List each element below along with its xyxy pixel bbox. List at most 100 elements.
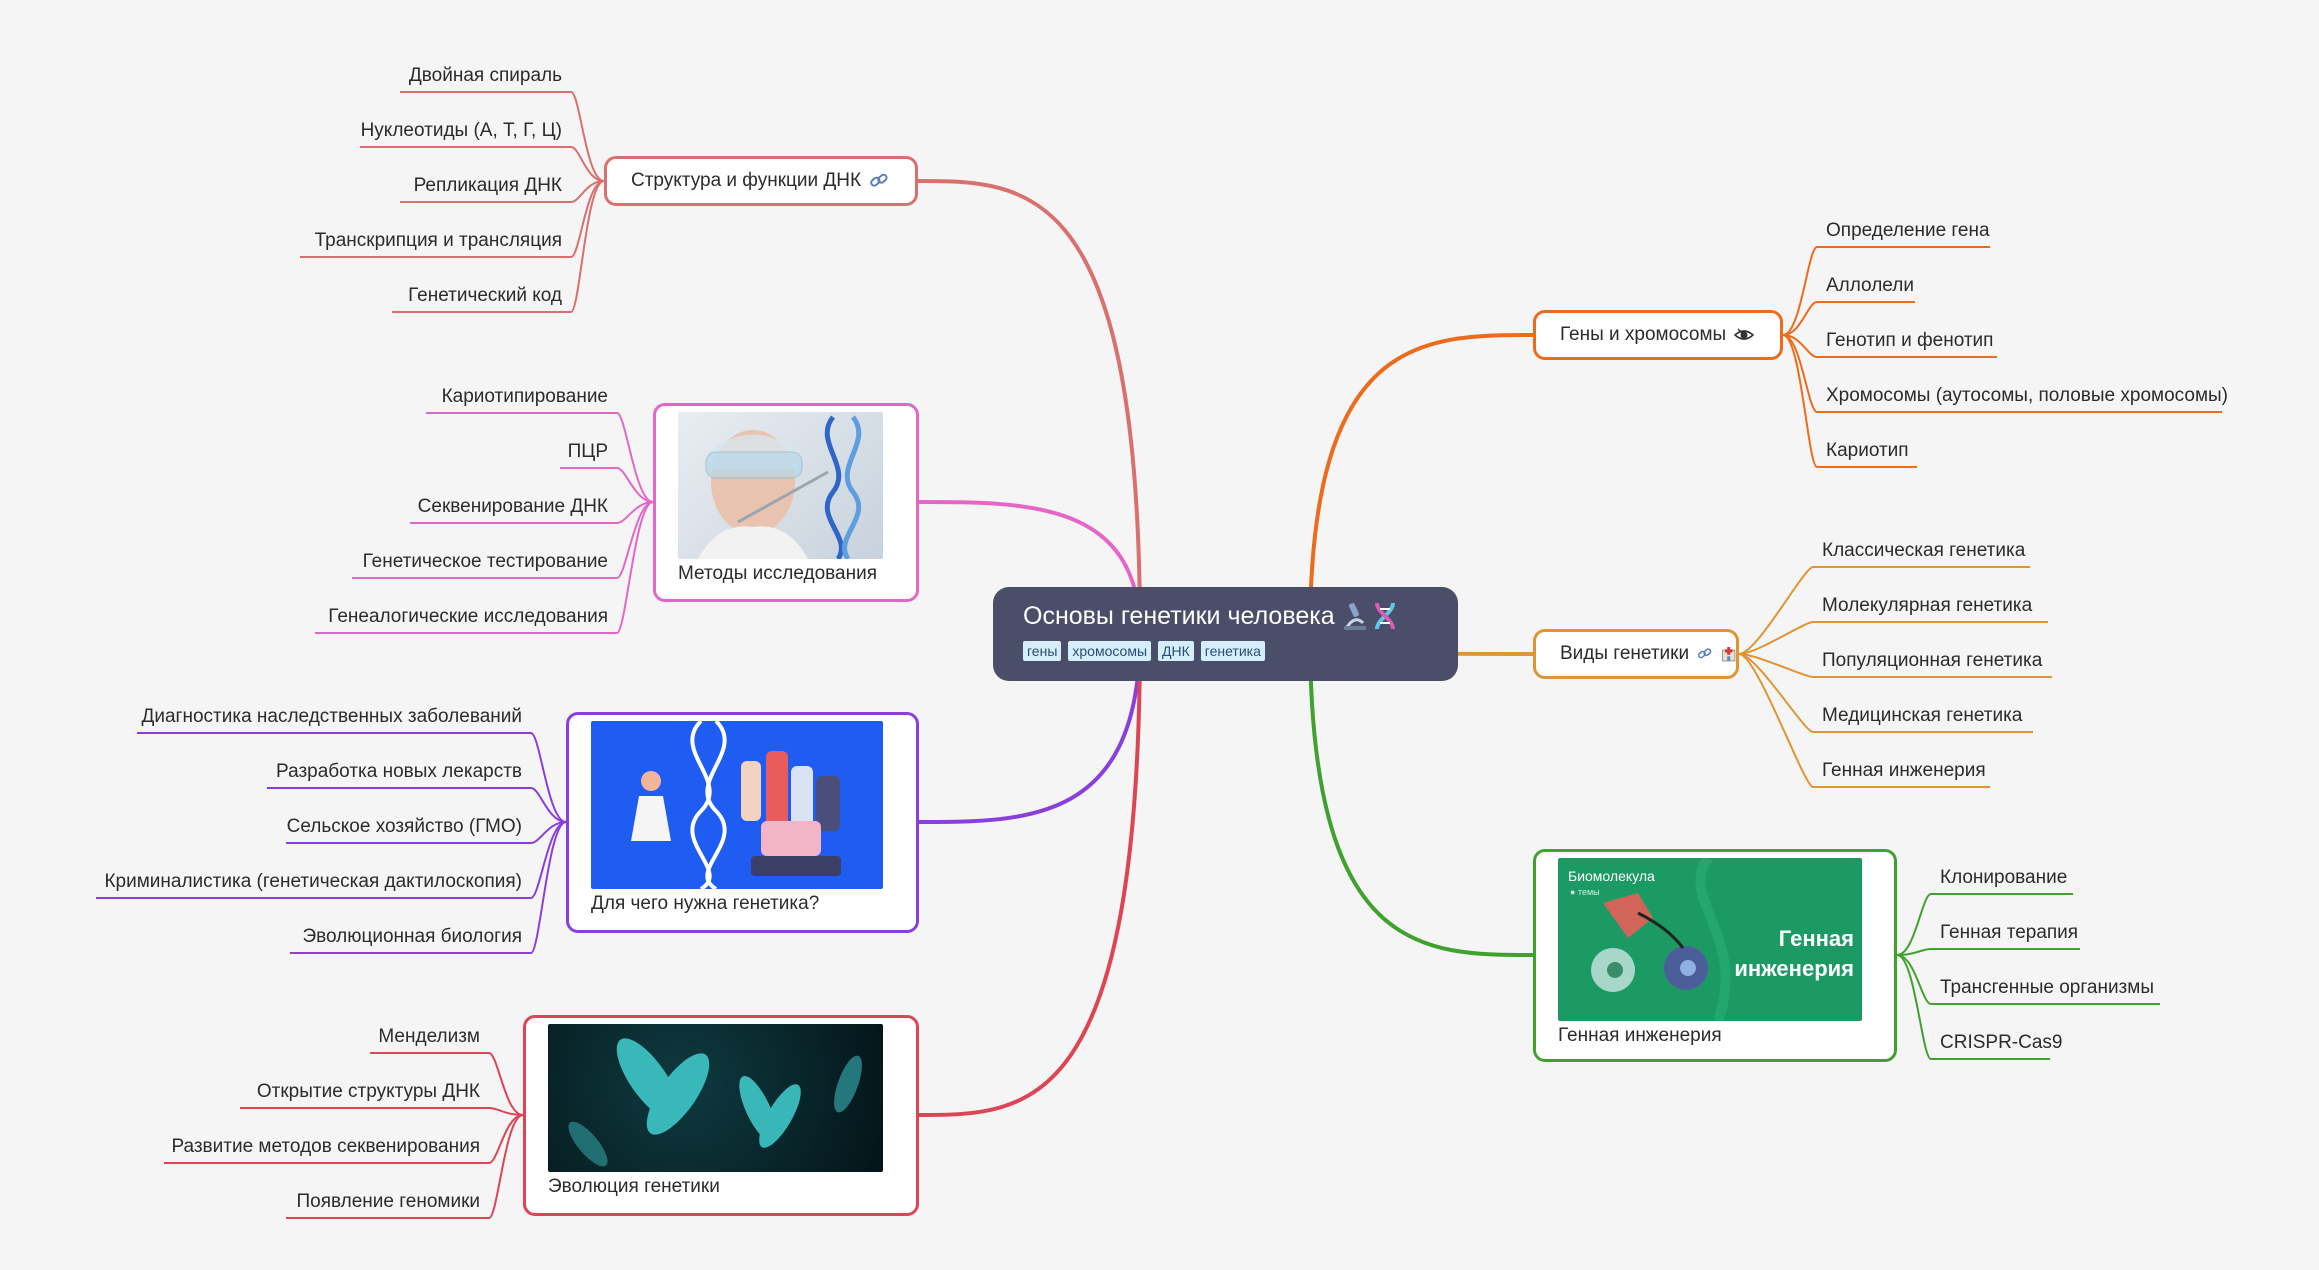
leaf-connector — [240, 1107, 524, 1116]
leaf-connector — [267, 787, 567, 823]
subtopic-item[interactable]: Аллолели — [1826, 275, 1914, 296]
subtopic-item[interactable]: Транскрипция и трансляция — [314, 230, 562, 251]
subtopic-item[interactable]: Появление геномики — [296, 1191, 480, 1212]
subtopic-item[interactable]: Клонирование — [1940, 867, 2068, 888]
subtopic-item[interactable]: Кариотипирование — [441, 386, 608, 407]
topic-genes-chromosomes[interactable]: Гены и хромосомы — [1533, 310, 1783, 360]
leaf-connector — [1896, 893, 2073, 956]
leaf-connector — [392, 180, 605, 313]
branch-connector — [1308, 333, 1534, 635]
leaf-connector — [400, 91, 605, 182]
topic-genetics-types[interactable]: Виды генетики — [1533, 629, 1739, 679]
leaf-connector — [96, 821, 567, 899]
leaf-connector — [1738, 566, 2030, 655]
subtopic-item[interactable]: Молекулярная генетика — [1822, 595, 2033, 616]
leaf-connector — [426, 412, 654, 503]
subtopic-item[interactable]: Открытие структуры ДНК — [256, 1081, 480, 1102]
topic-label: Структура и функции ДНК — [631, 170, 862, 191]
subtopic-item[interactable]: Сельское хозяйство (ГМО) — [286, 816, 522, 837]
leaf-connector — [1782, 334, 1997, 358]
leaf-connector — [1896, 948, 2080, 956]
leaf-connector — [1738, 653, 2052, 678]
leaf-connector — [560, 467, 654, 503]
leaf-connector — [1738, 621, 2048, 655]
subtopic-item[interactable]: Генеалогические исследования — [328, 606, 608, 627]
image-title-line: инженерия — [1734, 956, 1854, 981]
topic-dna-structure[interactable]: Структура и функции ДНК — [604, 156, 918, 206]
leaf-connector — [360, 146, 605, 182]
central-topic[interactable]: Основы генетики человека гены хромосомы … — [993, 587, 1458, 681]
topic-purpose[interactable]: Для чего нужна генетика? — [566, 712, 919, 933]
subtopic-item[interactable]: CRISPR-Cas9 — [1940, 1032, 2063, 1053]
hospital-icon — [1721, 647, 1735, 662]
leaf-connector — [370, 1052, 524, 1116]
topic-label: Методы исследования — [678, 563, 877, 584]
microscope-icon — [1343, 603, 1366, 630]
subtopic-item[interactable]: Криминалистика (генетическая дактилоскоп… — [104, 871, 522, 892]
tag[interactable]: хромосомы — [1068, 641, 1152, 661]
leaf-connector — [286, 1114, 524, 1219]
subtopic-item[interactable]: Медицинская генетика — [1822, 705, 2023, 726]
subtopic-item[interactable]: Менделизм — [378, 1026, 480, 1047]
subtopic-item[interactable]: Генная терапия — [1940, 922, 2079, 943]
leaf-connector — [1738, 653, 2033, 733]
subtopic-item[interactable]: Разработка новых лекарств — [276, 761, 522, 782]
subtopic-item[interactable]: Популяционная генетика — [1822, 650, 2043, 671]
leaf-connector — [1782, 334, 1917, 468]
eye-icon[interactable] — [1734, 325, 1755, 345]
topic-label: Эволюция генетики — [548, 1176, 720, 1197]
branch-connector — [918, 633, 1142, 1117]
link-icon[interactable] — [869, 171, 889, 191]
leaf-connector — [400, 180, 605, 203]
leaf-connector — [290, 821, 567, 954]
family-dna-illustration — [591, 721, 883, 889]
branch-connector — [918, 633, 1142, 824]
leaf-connector — [1782, 246, 1990, 336]
subtopic-item[interactable]: Классическая генетика — [1822, 540, 2026, 561]
subtopic-item[interactable]: Нуклеотиды (А, Т, Г, Ц) — [360, 120, 562, 141]
leaf-connector — [1896, 954, 2160, 1005]
tag[interactable]: генетика — [1200, 641, 1265, 661]
subtopic-item[interactable]: Генотип и фенотип — [1826, 330, 1994, 351]
leaf-connector — [352, 501, 654, 579]
scientist-dna-photo — [678, 412, 883, 559]
topic-label: Виды генетики — [1560, 643, 1690, 664]
subtopic-item[interactable]: Генная инженерия — [1822, 760, 1986, 781]
image-brand: Биомолекула — [1568, 868, 1655, 884]
topic-label: Гены и хромосомы — [1560, 324, 1727, 345]
leaf-connector — [1738, 653, 1990, 788]
subtopic-item[interactable]: ПЦР — [567, 441, 608, 462]
subtopic-item[interactable]: Двойная спираль — [408, 65, 562, 86]
topic-methods[interactable]: Методы исследования — [653, 403, 919, 602]
tag-list: гены хромосомы ДНК генетика — [1023, 641, 1458, 661]
tag[interactable]: ДНК — [1158, 641, 1194, 661]
subtopic-item[interactable]: Генетическое тестирование — [362, 551, 608, 572]
leaf-connector — [1782, 301, 1915, 336]
tag[interactable]: гены — [1023, 641, 1062, 661]
subtopic-item[interactable]: Репликация ДНК — [413, 175, 562, 196]
subtopic-item[interactable]: Секвенирование ДНК — [417, 496, 608, 517]
leaf-connector — [315, 501, 654, 634]
topic-label: Генная инженерия — [1558, 1025, 1722, 1046]
leaf-connector — [286, 821, 567, 844]
subtopic-item[interactable]: Эволюционная биология — [302, 926, 522, 947]
subtopic-item[interactable]: Диагностика наследственных заболеваний — [141, 706, 522, 727]
image-subtitle: ● темы — [1570, 887, 1600, 897]
subtopic-item[interactable]: Кариотип — [1826, 440, 1909, 461]
leaf-connector — [1896, 954, 2050, 1060]
branch-connector — [917, 179, 1142, 635]
subtopic-item[interactable]: Генетический код — [408, 285, 562, 306]
central-title: Основы генетики человека — [1023, 601, 1335, 630]
leaf-connector — [300, 180, 605, 258]
subtopic-item[interactable]: Определение гена — [1826, 220, 1990, 241]
leaf-connector — [1782, 334, 2222, 413]
subtopic-item[interactable]: Хромосомы (аутосомы, половые хромосомы) — [1826, 385, 2228, 406]
subtopic-item[interactable]: Развитие методов секвенирования — [171, 1136, 480, 1157]
leaf-connector — [164, 1114, 524, 1164]
topic-evolution[interactable]: Эволюция генетики — [523, 1015, 919, 1216]
image-title-line: Генная — [1778, 926, 1854, 951]
link-icon[interactable] — [1697, 644, 1712, 664]
subtopic-item[interactable]: Трансгенные организмы — [1940, 977, 2154, 998]
topic-label: Для чего нужна генетика? — [591, 893, 820, 914]
topic-genetic-engineering[interactable]: Биомолекула ● темы Генная инженерия Генн… — [1533, 849, 1897, 1062]
